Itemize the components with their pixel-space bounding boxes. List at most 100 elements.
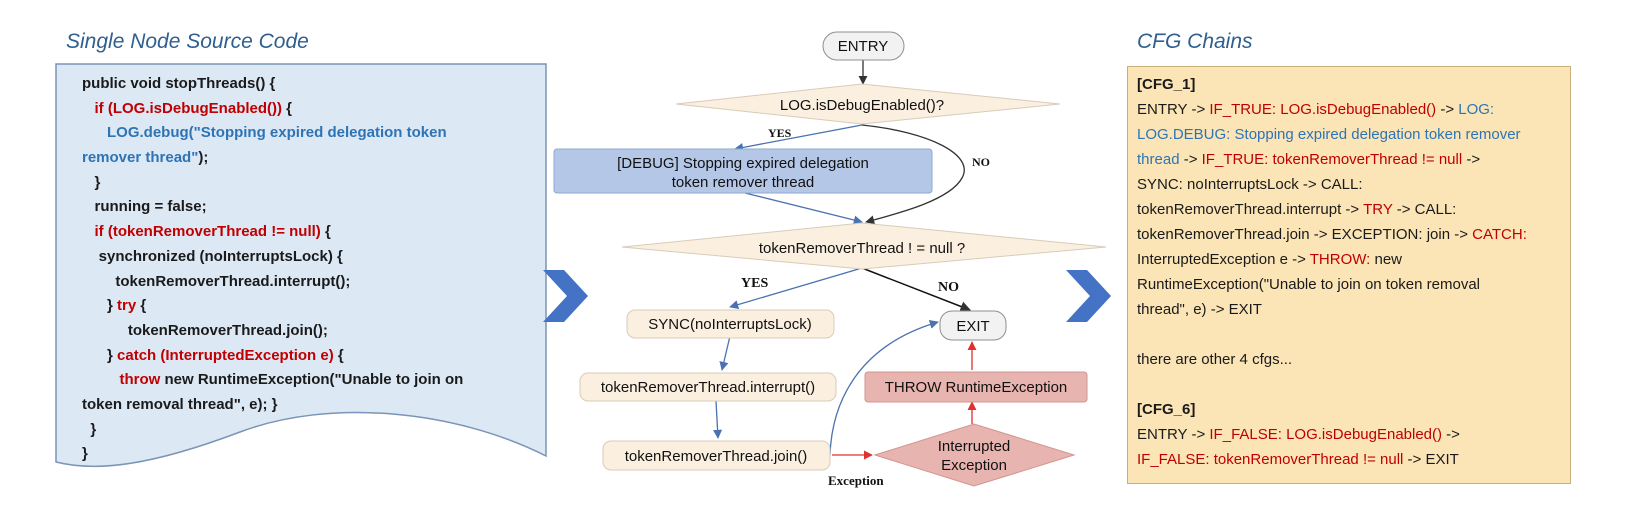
source-code-title: Single Node Source Code [66,30,309,53]
cfg-line: ENTRY -> IF_FALSE: LOG.isDebugEnabled() … [1137,422,1567,447]
cfg-line: thread", e) -> EXIT [1137,297,1567,322]
throw-node-label: THROW RuntimeException [885,379,1068,396]
code-token: tokenRemoverThread.join(); [82,321,328,339]
code-token: new RuntimeException("Unable to join on [160,371,464,389]
code-line: public void stopThreads() { [82,72,522,97]
chevron-right-icon [1066,270,1111,322]
cfg-token: IF_TRUE: LOG.isDebugEnabled() [1209,101,1437,118]
cfg-token: new [1370,251,1402,268]
cfg-token: there are other 4 cfgs... [1137,351,1293,368]
cfg-token: InterruptedException e -> [1137,251,1310,268]
cfg-line: thread -> IF_TRUE: tokenRemoverThread !=… [1137,147,1567,172]
exception-node-label: Interrupted [938,438,1011,455]
code-token: remover thread" [82,149,199,167]
code-token: { [320,223,331,241]
interrupt-node-label: tokenRemoverThread.interrupt() [601,379,815,396]
cfg-line: SYNC: noInterruptsLock -> CALL: [1137,172,1567,197]
cfg-token: [CFG_1] [1137,76,1196,93]
cfg-line [1137,322,1567,347]
cfg-token: SYNC: noInterruptsLock -> CALL: [1137,176,1363,193]
cfg-token [1137,376,1141,393]
code-line: } [82,418,522,443]
debug-node [553,148,933,194]
code-token: ); [198,149,209,167]
code-token: } [82,445,88,463]
code-token: catch (InterruptedException e) [117,346,334,364]
decision-node [675,83,1061,125]
code-line: throw new RuntimeException("Unable to jo… [82,368,522,393]
cfg-token: ENTRY -> [1137,426,1210,443]
interrupt-node [579,372,837,402]
code-line: synchronized (noInterruptsLock) { [82,245,522,270]
cfg-token: TRY [1363,201,1393,218]
sync-node [626,309,835,339]
code-token: public void stopThreads() { [82,75,276,92]
cfg-token: tokenRemoverThread.interrupt -> [1137,201,1364,218]
cfg-token: THROW: [1309,251,1371,268]
code-line: running = false; [82,195,522,220]
code-token: token removal thread", e); } [82,395,278,413]
code-token: try [117,297,137,315]
join-node [602,440,831,471]
join-node-label: tokenRemoverThread.join() [625,448,808,465]
cfg-token: IF_FALSE: tokenRemoverThread != null [1137,451,1404,468]
cfg-token: thread [1137,151,1180,168]
exception-label: Exception [828,473,884,488]
cfg-line: [CFG_6] [1137,397,1567,422]
code-token: throw [119,371,161,389]
cfg-token: RuntimeException("Unable to join on toke… [1137,276,1481,293]
cfg-token: -> [1179,151,1202,168]
cfg-token: thread", e) -> EXIT [1137,301,1262,318]
code-token: if (LOG.isDebugEnabled()) [94,99,283,117]
yes-label: YES [768,126,792,140]
edge-cond2-yes [729,267,863,310]
cfg-chains-text: [CFG_1] ENTRY -> IF_TRUE: LOG.isDebugEnab… [1137,72,1567,472]
sync-node-label: SYNC(noInterruptsLock) [648,316,811,333]
cfg-line: RuntimeException("Unable to join on toke… [1137,272,1567,297]
decision-node-label: tokenRemoverThread ! = null ? [759,240,965,257]
edge-join-exit [829,319,939,456]
cfg-token: LOG: [1458,101,1495,118]
code-token: { [282,99,293,117]
cfg-chains-title: CFG Chains [1137,30,1253,53]
cfg-token: -> EXIT [1403,451,1459,468]
cfg-line: InterruptedException e -> THROW: new [1137,247,1567,272]
edge-cond1-no [861,124,965,225]
chevron-right-icon [543,270,588,322]
code-line: if (LOG.isDebugEnabled()) { [82,97,522,122]
code-token: } [82,346,118,364]
entry-node-label: ENTRY [838,38,889,55]
no-label: NO [972,155,990,169]
edge-sync-interrupt [719,335,731,371]
cfg-token: CATCH: [1472,226,1527,243]
code-token: tokenRemoverThread.interrupt(); [82,272,351,290]
cfg-line: there are other 4 cfgs... [1137,347,1567,372]
cfg-token: IF_TRUE: tokenRemoverThread != null [1201,151,1463,168]
edge-cond2-no [861,267,971,312]
code-token: { [136,297,147,315]
code-line: remover thread"); [82,146,522,171]
exception-node [873,423,1076,487]
edge-cond1-yes [734,124,863,152]
cfg-line: ENTRY -> IF_TRUE: LOG.isDebugEnabled() -… [1137,97,1567,122]
code-line: } catch (InterruptedException e) { [82,344,522,369]
cfg-line: LOG.DEBUG: Stopping expired delegation t… [1137,122,1567,147]
exit-node [939,310,1007,341]
code-token: running = false; [82,198,207,216]
no-label: NO [938,280,959,295]
code-line: tokenRemoverThread.interrupt(); [82,270,522,295]
code-line: } try { [82,294,522,319]
cfg-line: IF_FALSE: tokenRemoverThread != null -> … [1137,447,1567,472]
decision-node-label: LOG.isDebugEnabled()? [780,97,944,114]
entry-node [822,31,905,61]
code-line: } [82,171,522,196]
code-token: } [82,173,101,191]
debug-node-label: token remover thread [672,174,815,191]
code-line: tokenRemoverThread.join(); [82,319,522,344]
decision-node [621,222,1107,270]
source-code: public void stopThreads() { if (LOG.isDe… [82,72,522,467]
yes-label: YES [741,276,768,291]
cfg-token: LOG.DEBUG: Stopping expired delegation t… [1137,126,1521,143]
edge-debug-cond2 [744,192,863,225]
